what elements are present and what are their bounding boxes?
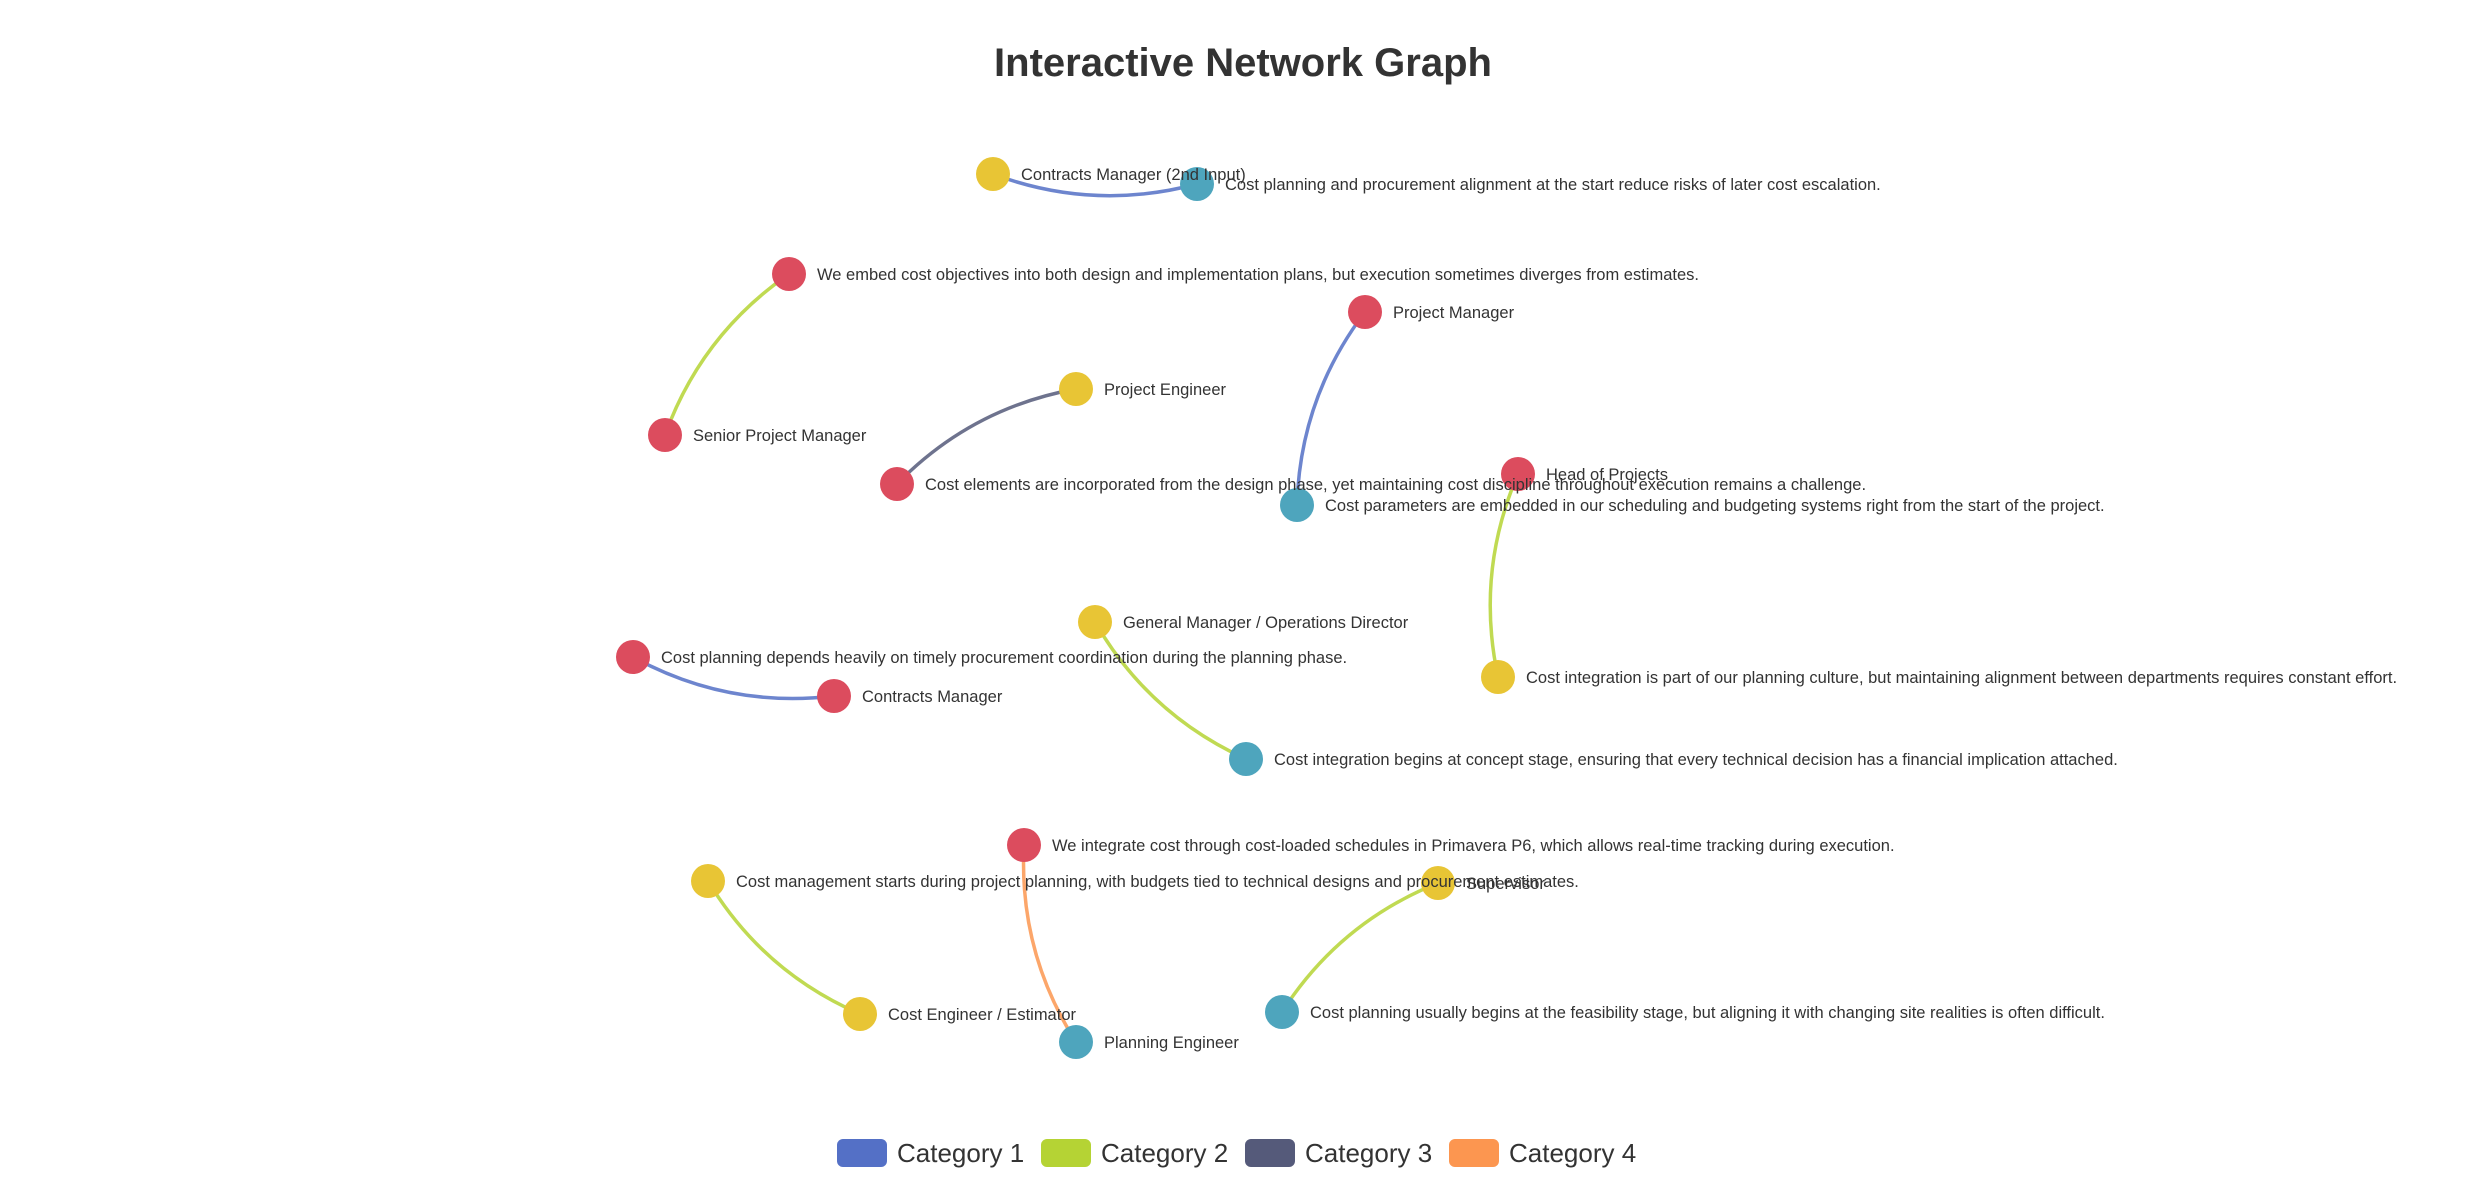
labels-layer: Contracts Manager (2nd Input)Cost planni… (661, 166, 2397, 1052)
node-label-cost_eng: Cost Engineer / Estimator (888, 1006, 1076, 1024)
node-supervisor[interactable] (1421, 866, 1455, 900)
legend-label-1: Category 1 (897, 1138, 1024, 1168)
node-plan_eng[interactable] (1059, 1025, 1093, 1059)
node-label-q_culture: Cost integration is part of our planning… (1526, 669, 2397, 687)
legend-swatch-1 (837, 1139, 887, 1167)
node-label-proj_eng: Project Engineer (1104, 381, 1226, 399)
node-senior_pm[interactable] (648, 418, 682, 452)
node-q_elements[interactable] (880, 467, 914, 501)
node-q_p6[interactable] (1007, 828, 1041, 862)
legend-swatch-2 (1041, 1139, 1091, 1167)
edge-pm-q_params[interactable] (1295, 310, 1367, 507)
node-q_embed[interactable] (772, 257, 806, 291)
chart-title: Interactive Network Graph (994, 41, 1492, 85)
node-label-pm: Project Manager (1393, 304, 1515, 322)
node-label-q_embed: We embed cost objectives into both desig… (817, 266, 1699, 284)
legend-label-2: Category 2 (1101, 1138, 1228, 1168)
edge-q_procure-contracts[interactable] (631, 655, 836, 701)
node-label-q_procure: Cost planning depends heavily on timely … (661, 649, 1347, 667)
node-label-q_align: Cost planning and procurement alignment … (1225, 176, 1881, 194)
node-q_culture[interactable] (1481, 660, 1515, 694)
node-label-q_concept: Cost integration begins at concept stage… (1274, 751, 2118, 769)
legend-label-4: Category 4 (1509, 1138, 1636, 1168)
legend-item-3[interactable]: Category 3 (1245, 1138, 1432, 1168)
edge-supervisor-q_feas[interactable] (1280, 881, 1440, 1014)
edges-layer (631, 172, 1520, 1044)
edge-q_embed-senior_pm[interactable] (663, 272, 791, 437)
node-gm[interactable] (1078, 605, 1112, 639)
edge-q_p6-plan_eng[interactable] (1021, 843, 1078, 1044)
node-label-q_params: Cost parameters are embedded in our sche… (1325, 497, 2105, 515)
node-head_proj[interactable] (1501, 457, 1535, 491)
node-label-q_mgmt: Cost management starts during project pl… (736, 873, 1579, 891)
legend-item-1[interactable]: Category 1 (837, 1138, 1024, 1168)
edge-q_mgmt-cost_eng[interactable] (706, 879, 862, 1016)
nodes-layer (616, 157, 1535, 1059)
edge-contracts2-q_align[interactable] (991, 172, 1199, 198)
node-label-contracts: Contracts Manager (862, 688, 1003, 706)
legend-label-3: Category 3 (1305, 1138, 1432, 1168)
node-q_mgmt[interactable] (691, 864, 725, 898)
legend-item-4[interactable]: Category 4 (1449, 1138, 1636, 1168)
legend: Category 1 Category 2 Category 3 Category 4 (837, 1138, 1636, 1168)
node-label-contracts2: Contracts Manager (2nd Input) (1021, 166, 1246, 184)
node-label-supervisor: Supervisor (1466, 875, 1545, 893)
node-q_align[interactable] (1180, 167, 1214, 201)
node-label-plan_eng: Planning Engineer (1104, 1034, 1239, 1052)
node-label-q_elements: Cost elements are incorporated from the … (925, 476, 1866, 494)
node-label-gm: General Manager / Operations Director (1123, 614, 1409, 632)
node-label-head_proj: Head of Projects (1546, 466, 1668, 484)
legend-item-2[interactable]: Category 2 (1041, 1138, 1228, 1168)
node-q_params[interactable] (1280, 488, 1314, 522)
node-label-senior_pm: Senior Project Manager (693, 427, 867, 445)
legend-swatch-3 (1245, 1139, 1295, 1167)
edge-head_proj-q_culture[interactable] (1488, 472, 1520, 679)
node-cost_eng[interactable] (843, 997, 877, 1031)
node-q_feas[interactable] (1265, 995, 1299, 1029)
node-label-q_feas: Cost planning usually begins at the feas… (1310, 1004, 2105, 1022)
node-proj_eng[interactable] (1059, 372, 1093, 406)
node-pm[interactable] (1348, 295, 1382, 329)
legend-swatch-4 (1449, 1139, 1499, 1167)
edge-proj_eng-q_elements[interactable] (895, 387, 1078, 486)
edge-gm-q_concept[interactable] (1093, 620, 1248, 761)
node-contracts[interactable] (817, 679, 851, 713)
node-label-q_p6: We integrate cost through cost-loaded sc… (1052, 837, 1895, 855)
node-q_procure[interactable] (616, 640, 650, 674)
node-q_concept[interactable] (1229, 742, 1263, 776)
node-contracts2[interactable] (976, 157, 1010, 191)
